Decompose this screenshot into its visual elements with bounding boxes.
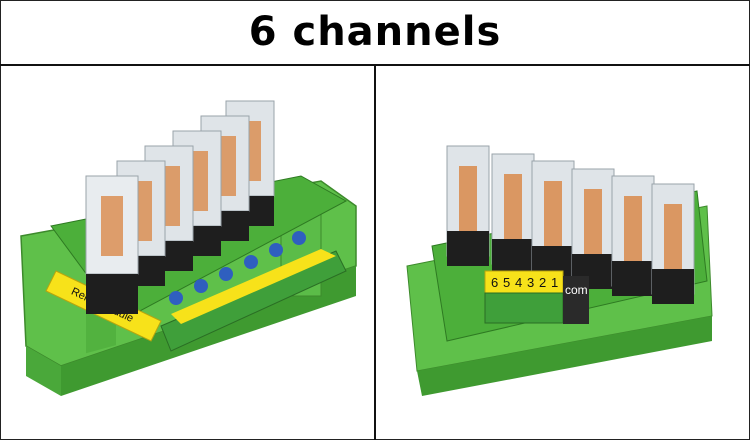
- title-bar: 6 channels: [0, 0, 750, 66]
- right-product-photo: 6 5 4 3 2 1 com: [377, 66, 748, 438]
- panel-divider: [374, 66, 376, 440]
- terminal-number-1: 1: [551, 275, 558, 290]
- left-product-photo: Relay Module: [1, 66, 374, 438]
- terminal-number-6: 6: [491, 275, 498, 290]
- terminal-number-2: 2: [539, 275, 546, 290]
- terminal-number-3: 3: [527, 275, 534, 290]
- terminal-number-4: 4: [515, 275, 522, 290]
- relay-module-angled-view: Relay Module: [20, 100, 357, 396]
- terminal-strip: [160, 249, 347, 352]
- blue-capacitors: [169, 231, 306, 305]
- page-title: 6 channels: [248, 9, 502, 55]
- common-terminal-label: com: [565, 283, 588, 297]
- relay-row-right: [446, 145, 695, 304]
- relay-row-left: [85, 100, 275, 314]
- input-terminal-block: 6 5 4 3 2 1 com: [484, 270, 589, 324]
- relay-module-top-view: 6 5 4 3 2 1 com: [406, 145, 713, 396]
- terminal-number-5: 5: [503, 275, 510, 290]
